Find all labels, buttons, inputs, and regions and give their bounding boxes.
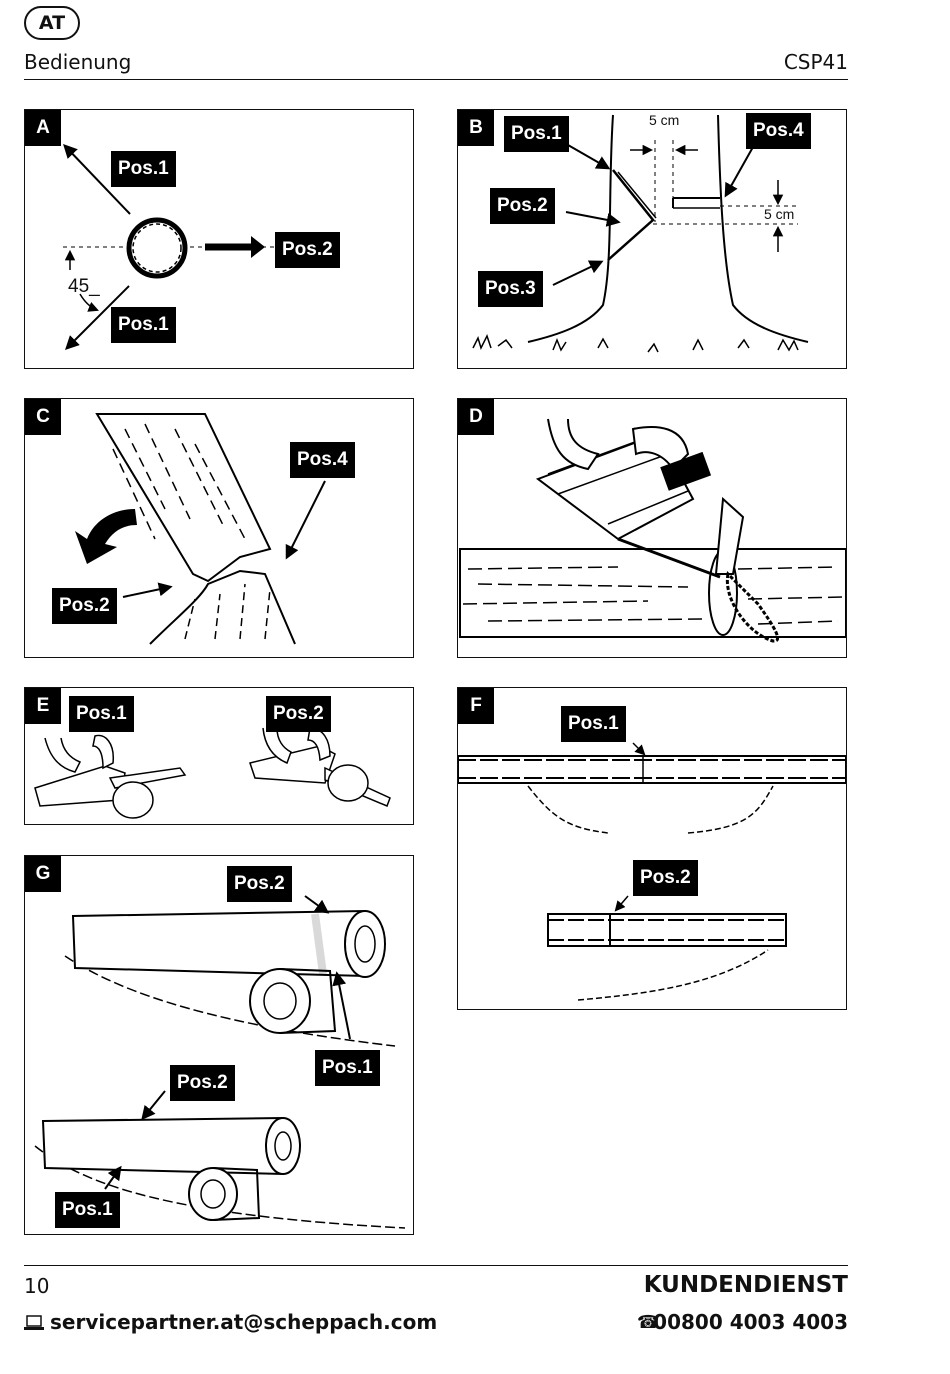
tree-notch-illustration — [472, 114, 809, 353]
panel-label-b: B — [458, 110, 494, 146]
label-pos1: Pos.1 — [69, 696, 134, 732]
laptop-icon — [24, 1314, 44, 1332]
label-pos2-bottom: Pos.2 — [170, 1065, 235, 1101]
label-pos4: Pos.4 — [746, 113, 811, 149]
label-pos1: Pos.1 — [504, 116, 569, 152]
panel-a: A Pos.1 Pos.2 Pos.1 45_ — [24, 109, 414, 369]
panel-c: C Pos.4 Pos.2 — [24, 398, 414, 658]
log-cutting-with-wedge-illustration — [459, 418, 846, 643]
angle-label: 45_ — [68, 276, 100, 297]
dimension-top: 5 cm — [649, 112, 680, 128]
service-email-link[interactable]: servicepartner.at@scheppach.com — [50, 1310, 438, 1334]
logs-on-slope-illustration — [34, 895, 406, 1229]
panel-label-a: A — [25, 110, 61, 146]
label-pos2: Pos.2 — [266, 696, 331, 732]
label-pos2: Pos.2 — [52, 588, 117, 624]
country-badge: AT — [24, 6, 80, 40]
label-pos1-bottom: Pos.1 — [111, 307, 176, 343]
panel-d: D — [457, 398, 847, 658]
panel-label-d: D — [458, 399, 494, 435]
cutting-positions-illustration — [34, 727, 391, 819]
label-pos3: Pos.3 — [478, 271, 543, 307]
panel-f: F Pos.1 Pos.2 — [457, 687, 847, 1010]
model-name: CSP41 — [783, 50, 848, 74]
service-phone-number[interactable]: 00800 4003 4003 — [653, 1310, 848, 1334]
label-pos2: Pos.2 — [275, 232, 340, 268]
log-support-illustration — [458, 742, 846, 1001]
panel-b: B Pos.1 Pos.2 Pos.3 Pos.4 5 cm 5 cm — [457, 109, 847, 369]
page-number: 10 — [24, 1274, 50, 1298]
falling-tree-illustration — [75, 413, 326, 645]
panel-e: E Pos.1 Pos.2 — [24, 687, 414, 825]
label-pos1-top: Pos.1 — [111, 151, 176, 187]
telephone-icon: ☎ — [637, 1312, 660, 1333]
service-title: KUNDENDIENST — [643, 1272, 848, 1298]
panel-g: G Pos.2 Pos.1 Pos.2 Pos.1 — [24, 855, 414, 1235]
felling-direction-illustration — [63, 143, 275, 350]
panel-label-c: C — [25, 399, 61, 435]
label-pos1-bottom: Pos.1 — [55, 1192, 120, 1228]
label-pos1: Pos.1 — [561, 706, 626, 742]
header-rule — [24, 79, 848, 80]
section-title: Bedienung — [24, 50, 132, 74]
label-pos1-top: Pos.1 — [315, 1050, 380, 1086]
dimension-right: 5 cm — [764, 206, 795, 222]
label-pos4: Pos.4 — [290, 442, 355, 478]
panel-label-f: F — [458, 688, 494, 724]
label-pos2: Pos.2 — [490, 188, 555, 224]
panel-label-g: G — [25, 856, 61, 892]
panel-label-e: E — [25, 688, 61, 724]
label-pos2-top: Pos.2 — [227, 866, 292, 902]
footer-rule — [24, 1265, 848, 1266]
label-pos2: Pos.2 — [633, 860, 698, 896]
